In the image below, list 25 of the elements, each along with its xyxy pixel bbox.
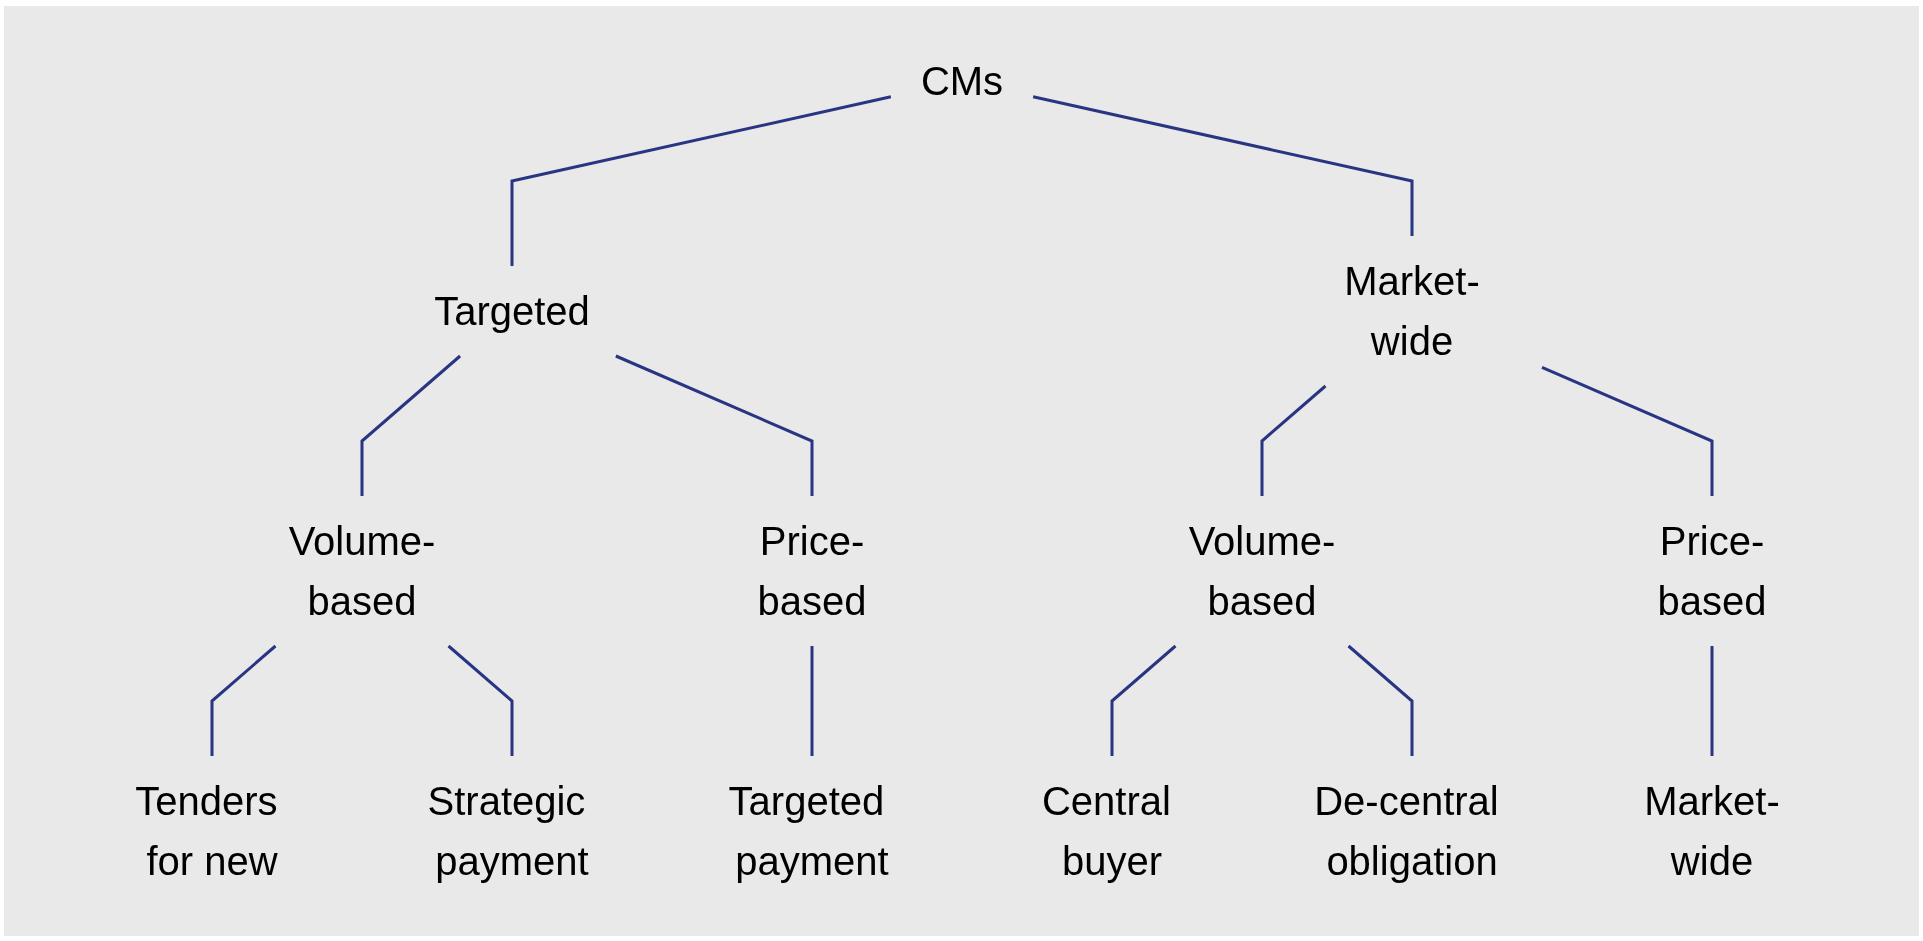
node-text: Market-wide (1643, 779, 1780, 883)
node-text: Tenders for new (134, 779, 278, 883)
connector (1710, 646, 1713, 756)
node-text: Targeted payment (728, 779, 889, 883)
node-text: Volume-based (288, 519, 435, 623)
connector (1540, 365, 1713, 496)
node-text: Strategic payment (427, 779, 589, 883)
connector (210, 644, 276, 756)
connector (1347, 644, 1413, 756)
connector (1032, 95, 1413, 236)
connector (360, 354, 461, 496)
node-text: Targeted (433, 289, 590, 333)
connector (1110, 644, 1176, 756)
connector (447, 644, 513, 756)
node-text: CMs (920, 59, 1003, 103)
connector (510, 95, 891, 266)
node-text: Price-based (1657, 519, 1766, 623)
connector (810, 646, 813, 756)
connector (614, 354, 813, 496)
node-text: Central buyer (1041, 779, 1171, 883)
node-text: De-central obligation (1313, 779, 1499, 883)
node-text: Volume-based (1188, 519, 1335, 623)
node-text: Market-wide (1343, 259, 1480, 363)
connector (1260, 384, 1326, 496)
node-text: Price-based (757, 519, 866, 623)
